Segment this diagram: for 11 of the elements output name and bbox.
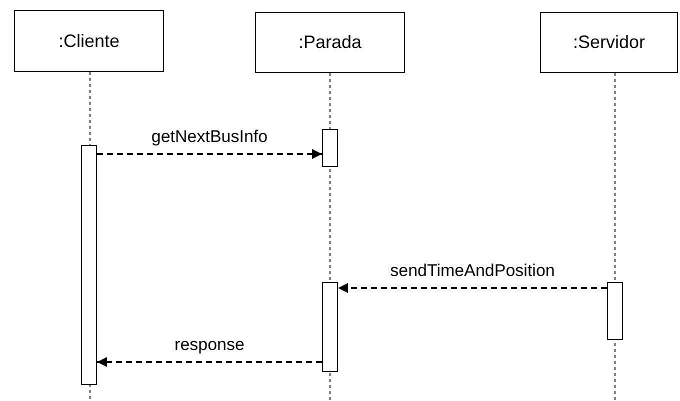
message-arrow bbox=[97, 149, 322, 159]
message-arrow bbox=[97, 357, 322, 367]
message-arrow bbox=[338, 283, 607, 293]
lifeline-header: :Cliente bbox=[14, 10, 164, 72]
lifeline-header: :Parada bbox=[255, 12, 405, 73]
activation-bar bbox=[322, 129, 338, 167]
edge-label: getNextBusInfo bbox=[149, 127, 270, 147]
lifeline-header: :Servidor bbox=[540, 12, 678, 73]
activation-bar bbox=[81, 145, 97, 385]
activation-bar bbox=[322, 282, 338, 372]
activation-bar bbox=[607, 282, 623, 340]
